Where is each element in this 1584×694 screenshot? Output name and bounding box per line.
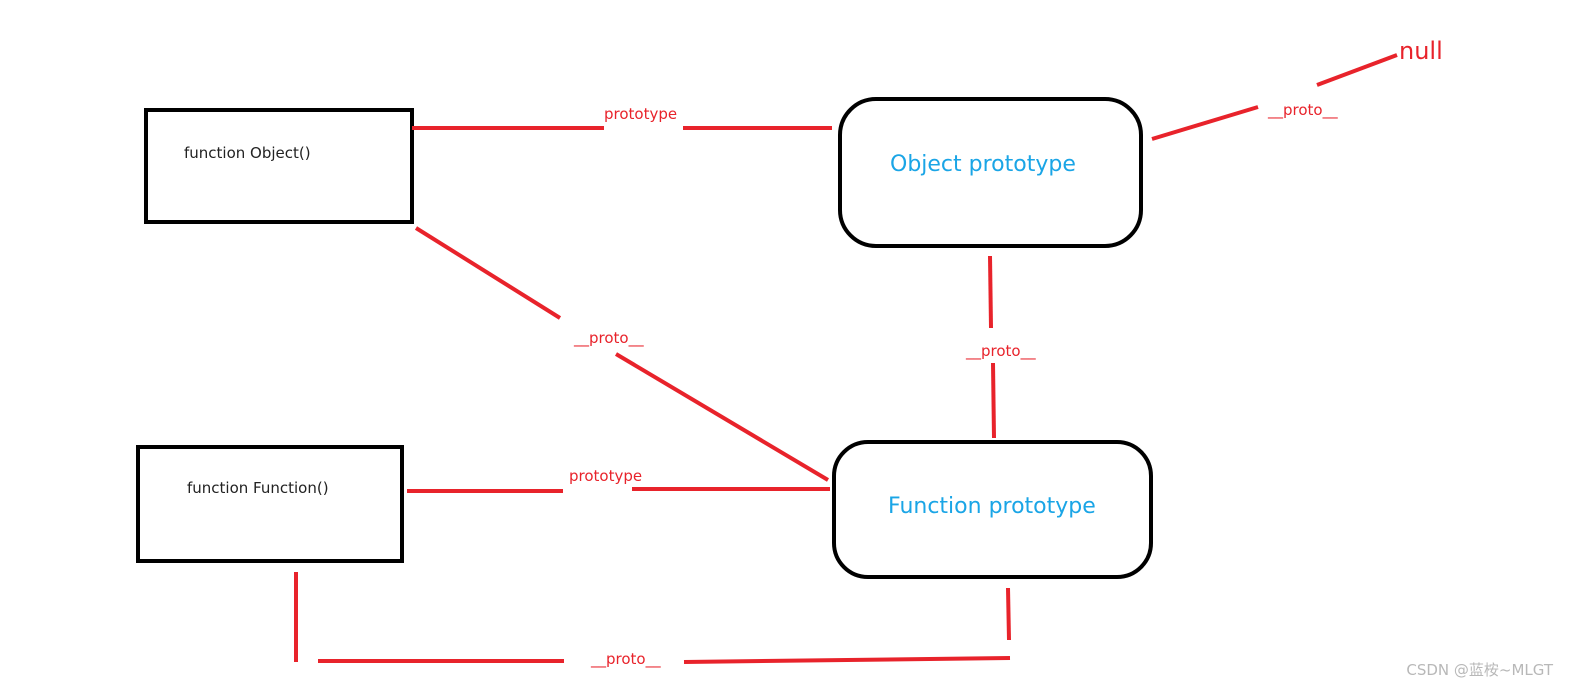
function-prototype-node — [832, 440, 1153, 579]
function-prototype-title: Function prototype — [888, 494, 1096, 519]
object-prototype-title: Object prototype — [890, 152, 1076, 177]
edge-loop-bottom-right — [683, 656, 1011, 664]
edge-loop-right-vertical — [1006, 587, 1011, 641]
null-node: null — [1399, 37, 1443, 65]
label-funcproto-to-objproto: __proto__ — [965, 342, 1036, 361]
label-object-to-funcproto: __proto__ — [573, 329, 644, 348]
label-bottom-proto: __proto__ — [590, 650, 661, 669]
object-prototype-node — [838, 97, 1143, 248]
edge-null-lower — [1151, 105, 1259, 141]
label-object-prototype: prototype — [604, 105, 677, 123]
function-object-box — [144, 108, 414, 224]
edge-vertical-upper — [988, 255, 993, 329]
edge-object-to-funcproto-lower — [614, 352, 830, 482]
function-object-label: function Object() — [184, 144, 311, 162]
edge-vertical-lower — [991, 362, 996, 439]
watermark: CSDN @蓝桉~MLGT — [1406, 661, 1553, 679]
function-function-label: function Function() — [187, 479, 329, 497]
edge-object-to-funcproto-upper — [414, 226, 562, 320]
edge-null-upper — [1316, 53, 1398, 87]
label-function-prototype: prototype — [569, 467, 642, 485]
label-null-proto: __proto__ — [1267, 101, 1338, 120]
function-function-box — [136, 445, 404, 563]
